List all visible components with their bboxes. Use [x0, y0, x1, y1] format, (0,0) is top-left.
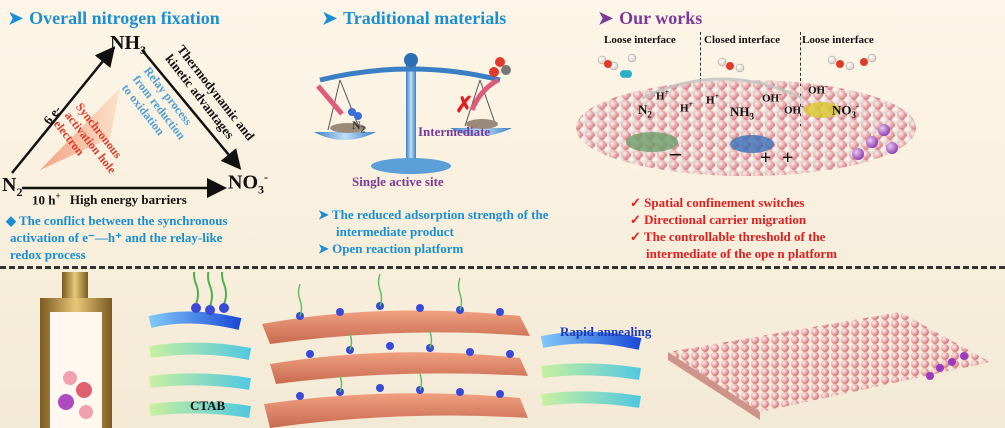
layered-sheets [262, 274, 530, 428]
minus-sign: – [669, 140, 682, 165]
closed-interface: Closed interface [704, 34, 780, 46]
final-nanosheet [668, 312, 990, 420]
ours-oh-2-text: OH [784, 105, 801, 117]
scale-knob [404, 53, 418, 67]
check-icon: ✓ [630, 229, 641, 244]
ours-h-1: H+ [656, 88, 669, 103]
overall-header: ➤ Overall nitrogen fixation [8, 8, 220, 29]
ours-no3-text: NO [832, 102, 852, 117]
ten-h-label: 10 h [32, 192, 55, 207]
high-energy-barriers-label: High energy barriers [70, 192, 187, 207]
check-icon: ✓ [630, 195, 641, 210]
nh3-sub: 3 [140, 43, 146, 57]
trad-bullet-2: Open reaction platform [332, 241, 463, 256]
ours-bullet-1: Spatial confinement switches [644, 195, 804, 210]
loose-interface-right: Loose interface [802, 34, 874, 46]
ctab-label: CTAB [190, 398, 225, 414]
ours-bullets: ✓ Spatial confinement switches ✓ Directi… [630, 194, 837, 262]
ours-bullet-3a: The controllable threshold of the [644, 229, 826, 244]
ours-n2-text: N [638, 102, 647, 117]
ours-n2-sub: 2 [647, 110, 652, 120]
n2-label: N [2, 174, 16, 196]
ours-oh-1: OH- [762, 90, 782, 105]
no3-sup: - [264, 170, 268, 184]
ours-nh3-text: NH [730, 104, 750, 119]
arrow-bullet-icon: ➤ [322, 8, 337, 28]
left-pink-arrow [318, 86, 342, 114]
ours-nh3-sub: 3 [750, 112, 755, 122]
ours-no3: NO3- [832, 102, 859, 120]
svg-text:+: + [760, 147, 771, 169]
conflict-line-2: activation of e⁻—h⁺ and the relay-like [6, 229, 228, 246]
cross-icon: ✗ [455, 92, 473, 117]
scale-pillar [406, 60, 416, 160]
arrow-bullet-icon: ➤ [8, 8, 23, 28]
rapid-annealing-label: Rapid annealing [560, 324, 651, 340]
ours-h-2: H+ [680, 100, 693, 115]
trad-bullet-1a: The reduced adsorption strength of the [332, 207, 549, 222]
left-pan [314, 132, 376, 140]
n2-scale-text: N [352, 118, 361, 132]
n2-scale-label: N2 [352, 118, 365, 134]
ours-n2: N2 [638, 102, 652, 120]
barrier-label: 10 h+ High energy barriers [32, 191, 187, 208]
ours-oh-3: OH- [808, 82, 828, 97]
loose-interface-left: Loose interface [604, 34, 676, 46]
overall-header-text: Overall nitrogen fixation [29, 8, 220, 28]
ours-bullet-3b: intermediate of the ope n platform [630, 245, 837, 262]
single-site-label: Single active site [352, 174, 444, 190]
traditional-header-text: Traditional materials [343, 8, 506, 28]
section-divider [0, 266, 1005, 269]
synthesis-route [0, 272, 1005, 428]
no3-sub: 3 [258, 183, 264, 197]
scale-base [371, 158, 451, 174]
ctab-molecules [191, 272, 229, 315]
no3-label: NO [228, 172, 258, 194]
conflict-line-3: redox process [6, 246, 228, 263]
traditional-header: ➤ Traditional materials [322, 8, 506, 29]
ours-h-3: H+ [706, 92, 719, 107]
svg-text:+: + [782, 147, 793, 169]
traditional-bullets: ➤ The reduced adsorption strength of the… [318, 206, 548, 257]
ours-bullet-2: Directional carrier migration [644, 212, 806, 227]
ours-h-1-text: H [656, 91, 665, 103]
arrow-bullet-icon: ➤ [598, 8, 613, 28]
no3-node: NO3- [228, 170, 268, 198]
intermediate-label: Intermediate [418, 124, 490, 140]
autoclave [40, 272, 112, 428]
ours-header: ➤ Our works [598, 8, 702, 29]
ours-nh3: NH3 [730, 104, 754, 122]
ours-h-3-text: H [706, 95, 715, 107]
ours-oh-3-text: OH [808, 85, 825, 97]
n2-sub: 2 [16, 185, 22, 199]
ours-no3-sub: 3 [852, 110, 857, 120]
conflict-note: ◆ The conflict between the synchronous a… [6, 212, 228, 263]
ours-h-2-text: H [680, 103, 689, 115]
nh3-node: NH3 [110, 32, 146, 58]
n2-scale-sub: 2 [361, 124, 366, 134]
trad-bullet-1b: intermediate product [318, 223, 548, 240]
n2-node: N2 [2, 174, 22, 200]
arrow-bullet-icon: ➤ [318, 207, 329, 222]
ten-h-sup: + [55, 191, 60, 201]
nh3-label: NH [110, 32, 140, 54]
balance-scale: ✗ [300, 40, 540, 180]
flow-arrows-2 [542, 337, 640, 402]
ours-header-text: Our works [619, 8, 702, 28]
ours-oh-1-text: OH [762, 93, 779, 105]
ours-oh-2: OH- [784, 102, 804, 117]
arrow-bullet-icon: ➤ [318, 241, 329, 256]
diamond-bullet-icon: ◆ [6, 213, 16, 228]
conflict-line-1: The conflict between the synchronous [19, 213, 227, 228]
check-icon: ✓ [630, 212, 641, 227]
